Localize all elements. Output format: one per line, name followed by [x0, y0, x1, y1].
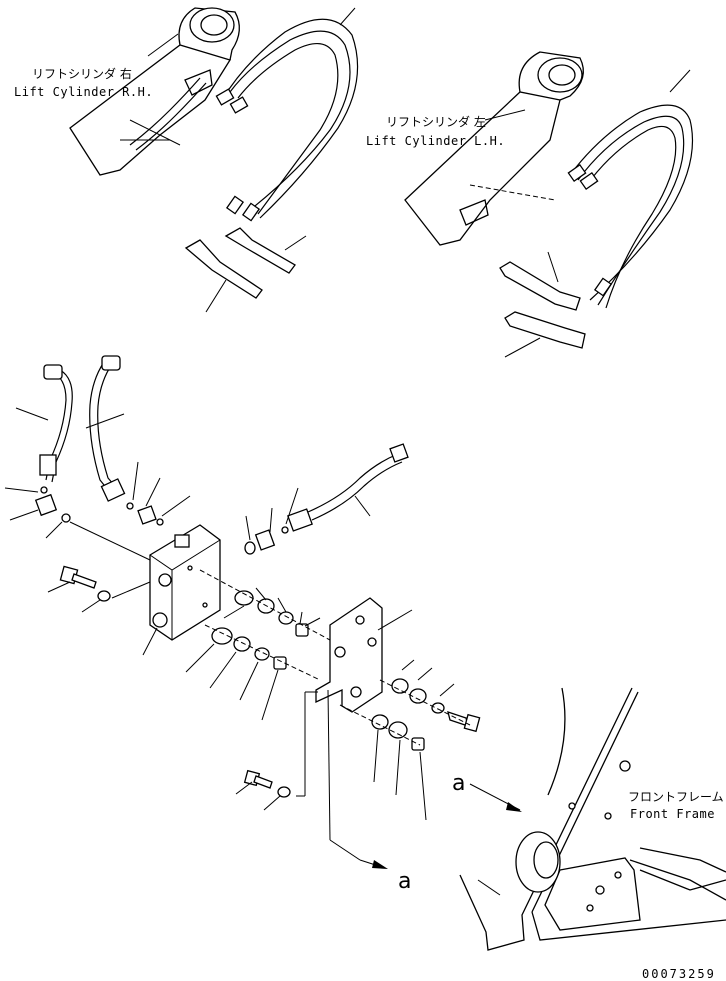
lift-cylinder-lh [404, 51, 584, 246]
lift-cylinder-rh-jp-label: リフトシリンダ 右 [32, 66, 132, 81]
view-letter-bottom: a [398, 869, 411, 894]
view-letter-top: a [452, 771, 465, 796]
front-frame [459, 687, 726, 951]
lift-cylinder-rh-en-label: Lift Cylinder R.H. [14, 85, 153, 99]
front-frame-en-label: Front Frame [630, 807, 715, 821]
lift-cylinder-lh-jp-label: リフトシリンダ 左 [386, 114, 486, 129]
elbow-hose-left [15, 364, 73, 483]
view-arrow [327, 689, 388, 869]
elbow-hose-right [85, 355, 126, 502]
fittings-middle [126, 461, 191, 526]
mounting-bracket [315, 597, 413, 713]
hose-pair-rh [215, 7, 359, 222]
hose-straight-right [244, 443, 409, 555]
lift-cylinder-rh [69, 7, 240, 176]
drawing-number: 00073259 [642, 967, 716, 981]
bolt-and-washer-bottom [235, 691, 318, 811]
front-frame-jp-label: フロントフレーム [628, 790, 724, 804]
lift-cylinder-lh-en-label: Lift Cylinder L.H. [366, 134, 505, 148]
valve-block [142, 524, 221, 656]
washer-stack-upper [199, 569, 331, 641]
bolt-and-washers-right [339, 659, 481, 821]
bolt-and-washer-left [47, 565, 151, 613]
tube-pair-lh [499, 251, 586, 358]
hose-pair-lh [567, 69, 694, 309]
washer-stack-lower [185, 624, 321, 721]
fittings-left [4, 486, 151, 561]
tube-pair-rh [184, 227, 307, 313]
